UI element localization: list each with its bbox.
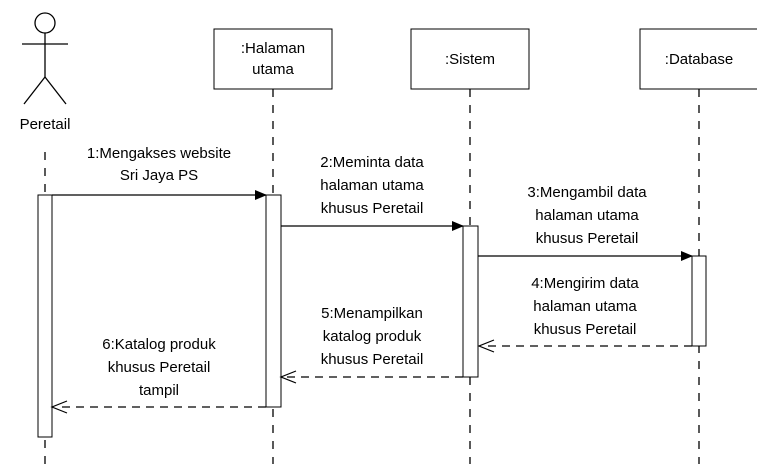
- activations: [37, 194, 707, 438]
- message-5-line-3: khusus Peretail: [321, 351, 424, 368]
- actor-peretail: Peretail: [20, 12, 71, 133]
- message-2-label: 2:Meminta data halaman utama khusus Pere…: [320, 154, 424, 217]
- activation-peretail: [37, 194, 53, 438]
- participant-box: [410, 28, 530, 90]
- message-3-line-1: 3:Mengambil data: [527, 184, 647, 201]
- stick-figure-icon: [22, 12, 68, 105]
- activation-halaman-utama: [265, 194, 282, 408]
- message-4-line-1: 4:Mengirim data: [531, 275, 639, 292]
- message-2-line-3: khusus Peretail: [321, 200, 424, 217]
- message-6-line-2: khusus Peretail: [108, 359, 211, 376]
- arrowhead-4: [477, 339, 495, 353]
- arrowhead-5: [279, 370, 297, 384]
- message-4-label: 4:Mengirim data halaman utama khusus Per…: [531, 275, 639, 338]
- message-5-line-1: 5:Menampilkan: [321, 305, 423, 322]
- participant-database: :Database: [639, 28, 757, 90]
- message-3-line-3: khusus Peretail: [536, 230, 639, 247]
- message-1-label: 1:Mengakses website Sri Jaya PS: [87, 145, 231, 184]
- participant-box: [213, 28, 333, 90]
- message-6-line-3: tampil: [139, 382, 179, 399]
- activation-database: [691, 255, 707, 347]
- message-5-label: 5:Menampilkan katalog produk khusus Pere…: [321, 305, 424, 368]
- message-4-line-3: khusus Peretail: [534, 321, 637, 338]
- actor-label: Peretail: [20, 116, 71, 133]
- participant-label-line-2: utama: [252, 61, 294, 78]
- message-3-line-2: halaman utama: [535, 207, 639, 224]
- message-6-label: 6:Katalog produk khusus Peretail tampil: [102, 336, 216, 399]
- message-3-label: 3:Mengambil data halaman utama khusus Pe…: [527, 184, 647, 247]
- arrowhead-6: [50, 400, 68, 414]
- message-4-line-2: halaman utama: [533, 298, 637, 315]
- message-1-line-1: 1:Mengakses website: [87, 145, 231, 162]
- message-2-line-1: 2:Meminta data: [320, 154, 424, 171]
- open-arrowheads: [50, 339, 495, 414]
- activation-sistem: [462, 225, 479, 378]
- participant-label: :Database: [665, 51, 733, 68]
- message-5-line-2: katalog produk: [323, 328, 422, 345]
- message-6-line-1: 6:Katalog produk: [102, 336, 216, 353]
- participant-halaman-utama: :Halaman utama: [213, 28, 333, 90]
- message-2-line-2: halaman utama: [320, 177, 424, 194]
- participant-label-line-1: :Halaman: [241, 40, 305, 57]
- message-1-line-2: Sri Jaya PS: [120, 167, 198, 184]
- message-arrows: [50, 190, 693, 414]
- participant-sistem: :Sistem: [410, 28, 530, 90]
- participant-label: :Sistem: [445, 51, 495, 68]
